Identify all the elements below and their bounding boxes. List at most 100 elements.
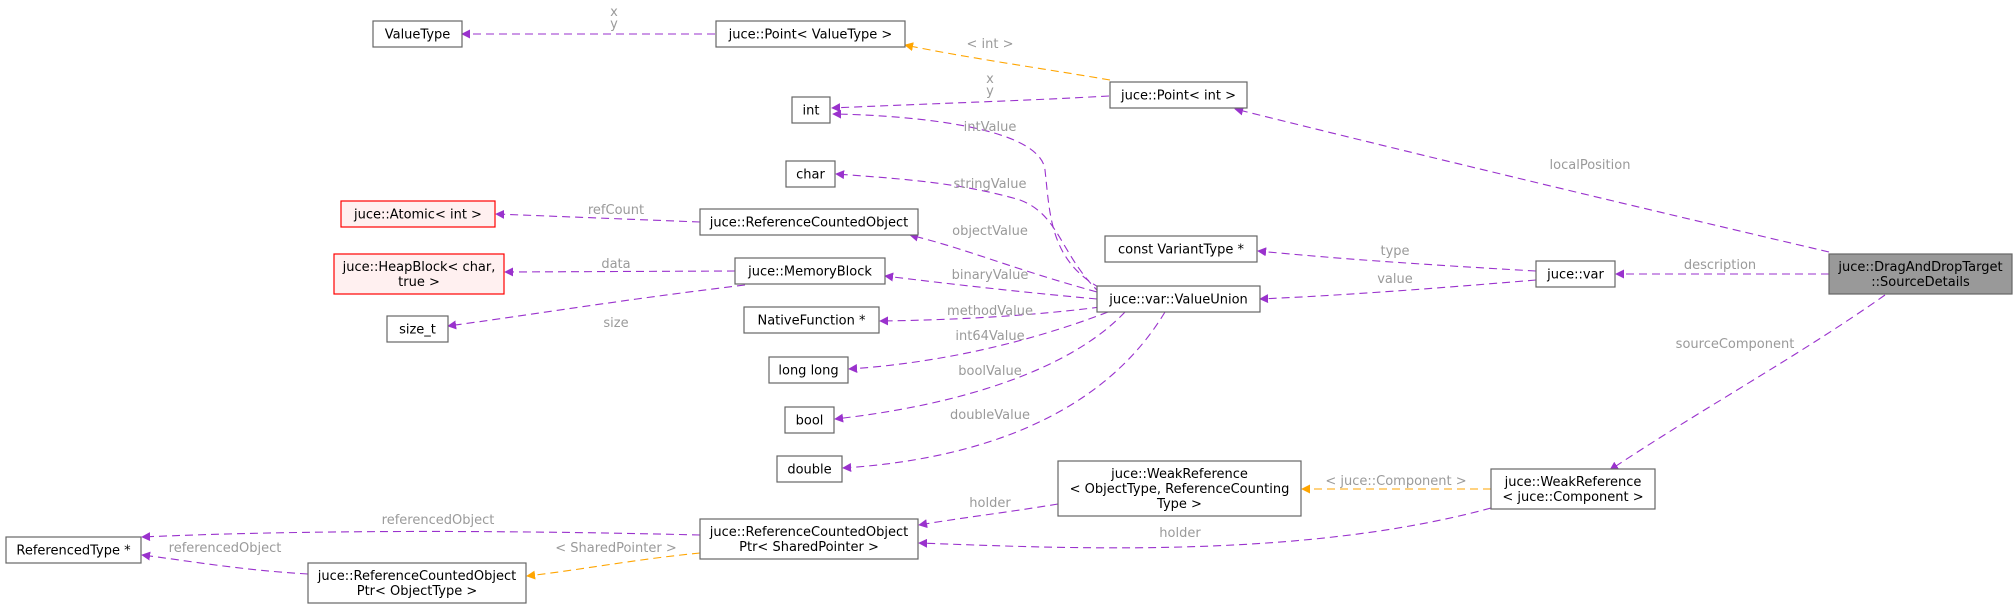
node-label: juce::var xyxy=(1546,268,1604,283)
node-valuetype[interactable]: ValueType xyxy=(372,20,463,48)
edge-valueunion-to-memoryblock: binaryValue xyxy=(884,268,1098,300)
edge-label: intValue xyxy=(964,120,1017,135)
node-nativefunction[interactable]: NativeFunction * xyxy=(743,306,880,334)
node-point_valuetype[interactable]: juce::Point< ValueType > xyxy=(715,20,906,48)
node-label: ValueType xyxy=(385,28,451,43)
edge-line xyxy=(904,42,1111,81)
edge-point_int-to-int: xy xyxy=(831,72,1110,113)
edge-line xyxy=(447,284,746,330)
node-label: juce::var::ValueUnion xyxy=(1108,293,1248,308)
edge-valueunion-to-refcounted: objectValue xyxy=(909,224,1098,293)
edge-label: sourceComponent xyxy=(1676,337,1795,352)
node-double[interactable]: double xyxy=(776,455,843,483)
node-label: int xyxy=(803,104,820,119)
edge-valueunion-to-nativefunction: methodValue xyxy=(879,304,1101,326)
node-weakref_component[interactable]: juce::WeakReference< juce::Component > xyxy=(1490,468,1656,510)
node-atomic_int[interactable]: juce::Atomic< int > xyxy=(340,200,496,228)
edge-memoryblock-to-size_t: size xyxy=(447,284,746,331)
edge-label: < juce::Component > xyxy=(1325,474,1466,489)
edge-memoryblock-to-heapblock: data xyxy=(504,257,736,277)
edge-weakref_template-to-rcoptr_shared: holder xyxy=(918,496,1059,529)
node-box xyxy=(785,160,836,188)
edges-layer: xy< int >xylocalPositionintValuestringVa… xyxy=(141,5,1886,580)
node-label: juce::DragAndDropTarget xyxy=(1837,260,2002,275)
node-label: char xyxy=(796,168,825,183)
node-box xyxy=(307,562,527,604)
edge-label: referencedObject xyxy=(382,513,495,528)
node-longlong[interactable]: long long xyxy=(768,356,849,384)
edge-rcoptr_shared-to-rcoptr_objecttype: < SharedPointer > xyxy=(526,541,701,580)
edge-label: y xyxy=(610,17,618,32)
node-char[interactable]: char xyxy=(785,160,836,188)
edge-label: type xyxy=(1380,244,1409,259)
edge-line xyxy=(495,209,701,223)
edge-weakref_component-to-weakref_template: < juce::Component > xyxy=(1301,474,1491,494)
node-sourcedetails[interactable]: juce::DragAndDropTarget::SourceDetails xyxy=(1828,253,2013,295)
edge-line xyxy=(1234,106,1830,253)
node-bool[interactable]: bool xyxy=(784,406,835,434)
edge-point_int-to-point_valuetype: < int > xyxy=(904,37,1111,81)
node-label: < ObjectType, ReferenceCounting xyxy=(1070,482,1290,497)
edge-sourcedetails-to-var: description xyxy=(1615,258,1829,279)
edge-label: objectValue xyxy=(952,224,1028,239)
edge-label: localPosition xyxy=(1550,158,1631,173)
node-size_t[interactable]: size_t xyxy=(386,315,449,343)
node-refcounted[interactable]: juce::ReferenceCountedObject xyxy=(699,208,919,236)
node-box xyxy=(5,536,142,564)
node-label: size_t xyxy=(399,323,436,338)
node-point_int[interactable]: juce::Point< int > xyxy=(1109,81,1248,109)
node-box xyxy=(1096,285,1261,313)
node-var[interactable]: juce::var xyxy=(1535,260,1616,288)
node-box xyxy=(1109,81,1248,109)
node-memoryblock[interactable]: juce::MemoryBlock xyxy=(734,257,886,285)
node-box xyxy=(743,306,880,334)
node-weakref_template[interactable]: juce::WeakReference< ObjectType, Referen… xyxy=(1057,460,1302,517)
node-box xyxy=(768,356,849,384)
node-label: double xyxy=(787,463,831,478)
node-label: juce::Atomic< int > xyxy=(353,208,482,223)
edge-label: description xyxy=(1684,258,1756,273)
node-box xyxy=(699,518,919,560)
node-label: Ptr< SharedPointer > xyxy=(739,540,879,555)
edge-line xyxy=(909,232,1098,293)
edge-valueunion-to-longlong: int64Value xyxy=(848,311,1109,373)
node-label: juce::WeakReference xyxy=(1504,475,1642,490)
node-box xyxy=(715,20,906,48)
node-label: juce::Point< int > xyxy=(1120,89,1236,104)
node-box xyxy=(1535,260,1616,288)
edge-sourcedetails-to-point_int: localPosition xyxy=(1234,106,1830,253)
edge-label: size xyxy=(603,316,628,331)
edge-label: methodValue xyxy=(947,304,1033,319)
edge-label: < SharedPointer > xyxy=(555,541,676,556)
node-box xyxy=(1490,468,1656,510)
edge-var-to-const_varianttype: type xyxy=(1257,244,1537,272)
node-label: juce::Point< ValueType > xyxy=(728,28,893,43)
node-valueunion[interactable]: juce::var::ValueUnion xyxy=(1096,285,1261,313)
node-label: NativeFunction * xyxy=(757,314,866,329)
edge-rcoptr_objecttype-to-referencedtype: referencedObject xyxy=(141,541,309,575)
node-box xyxy=(1104,235,1258,263)
nodes-layer: ValueType juce::Point< ValueType >juce::P… xyxy=(5,20,2013,604)
edge-point_valuetype-to-valuetype: xy xyxy=(461,5,715,39)
node-const_varianttype[interactable]: const VariantType * xyxy=(1104,235,1258,263)
edge-refcounted-to-atomic_int: refCount xyxy=(495,203,701,223)
edge-label: y xyxy=(986,84,994,99)
node-label: long long xyxy=(778,364,838,379)
edge-line xyxy=(884,272,1098,300)
edge-line xyxy=(834,311,1126,423)
edge-line xyxy=(526,552,701,580)
edge-valueunion-to-double: doubleValue xyxy=(842,311,1166,472)
node-int[interactable]: int xyxy=(791,96,831,124)
edge-label: data xyxy=(601,257,630,272)
edge-var-to-valueunion: value xyxy=(1259,272,1537,304)
node-heapblock[interactable]: juce::HeapBlock< char,true > xyxy=(333,253,505,295)
node-box xyxy=(784,406,835,434)
edge-valueunion-to-bool: boolValue xyxy=(834,311,1126,423)
node-label: juce::ReferenceCountedObject xyxy=(709,525,908,540)
node-referencedtype[interactable]: ReferencedType * xyxy=(5,536,142,564)
node-label: true > xyxy=(398,275,440,290)
edge-sourcedetails-to-weakref_component: sourceComponent xyxy=(1609,294,1886,471)
